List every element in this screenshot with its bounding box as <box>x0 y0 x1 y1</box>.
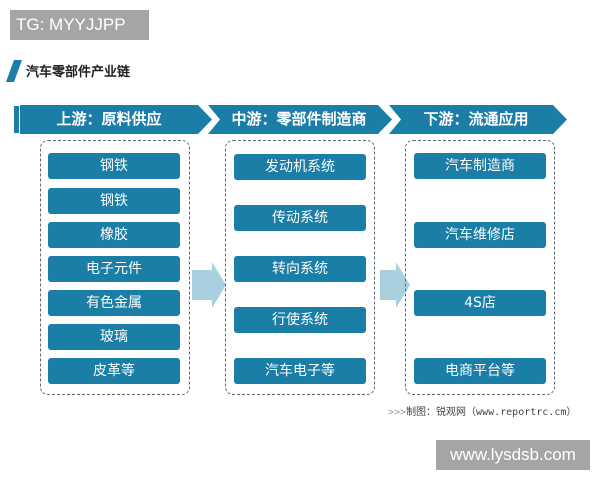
stage-header-downstream: 下游：流通应用 <box>389 105 567 134</box>
midstream-item: 汽车电子等 <box>234 358 366 384</box>
upstream-item: 橡胶 <box>48 222 180 248</box>
stage-header-midstream: 中游：零部件制造商 <box>208 105 392 134</box>
stage-header-label: 上游：原料供应 <box>56 110 162 128</box>
diagram-title: 汽车零部件产业链 <box>26 65 131 80</box>
downstream-item: 汽车维修店 <box>414 222 546 248</box>
flow-arrow-icon <box>380 262 410 308</box>
watermark-badge-bottom: www.lysdsb.com <box>436 440 590 470</box>
watermark-badge-top: TG: MYYJJPP <box>10 10 149 40</box>
midstream-item: 传动系统 <box>234 205 366 231</box>
downstream-item: 4S店 <box>414 290 546 316</box>
chevron-shape <box>20 105 212 134</box>
upstream-item: 电子元件 <box>48 256 180 282</box>
upstream-item: 玻璃 <box>48 324 180 350</box>
stage-header-upstream: 上游：原料供应 <box>20 105 212 134</box>
stage-box-downstream <box>405 140 555 395</box>
chevron-shape <box>389 105 567 134</box>
upstream-item: 皮革等 <box>48 358 180 384</box>
midstream-item: 发动机系统 <box>234 154 366 180</box>
title-accent-bar <box>5 60 23 82</box>
stage-header-label: 下游：流通应用 <box>423 110 529 128</box>
flow-arrow-icon <box>192 262 226 308</box>
source-credit: >>>制图：锐观网（www.reportrc.cm） <box>388 403 576 418</box>
stage-header-label: 中游：零部件制造商 <box>231 110 367 128</box>
stage-box-upstream <box>40 140 190 395</box>
header-left-strip <box>14 106 19 133</box>
upstream-item: 钢铁 <box>48 188 180 214</box>
midstream-item: 行使系统 <box>234 307 366 333</box>
downstream-item: 汽车制造商 <box>414 153 546 179</box>
downstream-item: 电商平台等 <box>414 358 546 384</box>
credit-text: 制图：锐观网（www.reportrc.cm） <box>406 407 577 418</box>
stage-box-midstream <box>225 140 375 395</box>
chevrons-icon: >>> <box>388 407 407 418</box>
chevron-shape <box>208 105 392 134</box>
midstream-item: 转向系统 <box>234 256 366 282</box>
upstream-item: 钢铁 <box>48 153 180 179</box>
upstream-item: 有色金属 <box>48 290 180 316</box>
